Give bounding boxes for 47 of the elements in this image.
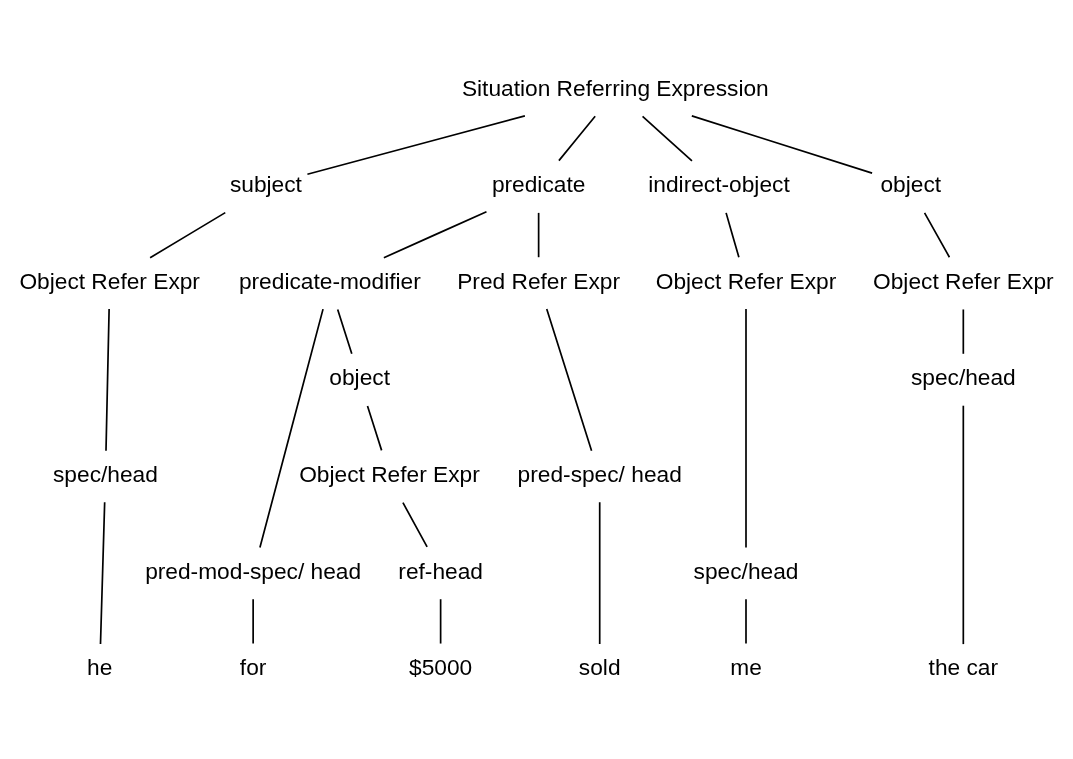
connector <box>99 500 106 645</box>
node-text: object <box>880 170 942 197</box>
node-text: pred-mod-spec/ head <box>145 557 362 584</box>
connector <box>598 500 601 645</box>
node-text: Pred Refer Expr <box>457 267 621 294</box>
connector <box>558 114 596 161</box>
connector <box>383 210 488 259</box>
node-text: Situation Referring Expression <box>461 74 769 101</box>
connector <box>439 597 442 644</box>
node-text: spec/head <box>910 363 1016 390</box>
connector <box>745 307 747 548</box>
node-text: Object Refer Expr <box>299 460 480 487</box>
node-text: Object Refer Expr <box>19 267 200 294</box>
connector <box>690 114 873 174</box>
node-text: me <box>730 653 762 680</box>
node-text: indirect-object <box>648 170 790 197</box>
node-text: $5000 <box>409 653 473 680</box>
connector <box>259 307 324 548</box>
node-text: pred-spec/ head <box>517 460 682 487</box>
node-text: sold <box>578 653 621 680</box>
connector <box>306 114 526 175</box>
connector <box>252 597 254 644</box>
connector <box>641 114 693 162</box>
node-text: predicate <box>491 170 586 197</box>
connector <box>923 211 951 258</box>
node-text: subject <box>229 170 302 197</box>
connector <box>545 307 593 452</box>
connector <box>725 211 740 258</box>
connector <box>962 404 965 645</box>
connector <box>105 307 110 452</box>
node-text: spec/head <box>693 557 799 584</box>
node-text: for <box>239 653 267 680</box>
connector <box>962 308 965 355</box>
node-text: ref-head <box>398 557 483 584</box>
node-text: Object Refer Expr <box>655 267 837 294</box>
connector <box>149 211 227 259</box>
node-text: Object Refer Expr <box>873 267 1054 294</box>
connector <box>336 308 353 355</box>
connector <box>402 501 428 548</box>
connector <box>745 597 747 644</box>
connector <box>366 404 383 451</box>
node-text: object <box>329 363 390 390</box>
node-text: he <box>87 653 113 680</box>
node-text: the car <box>928 653 999 680</box>
node-text: spec/head <box>53 460 158 487</box>
connector <box>537 211 540 258</box>
node-text: predicate-modifier <box>238 267 421 294</box>
